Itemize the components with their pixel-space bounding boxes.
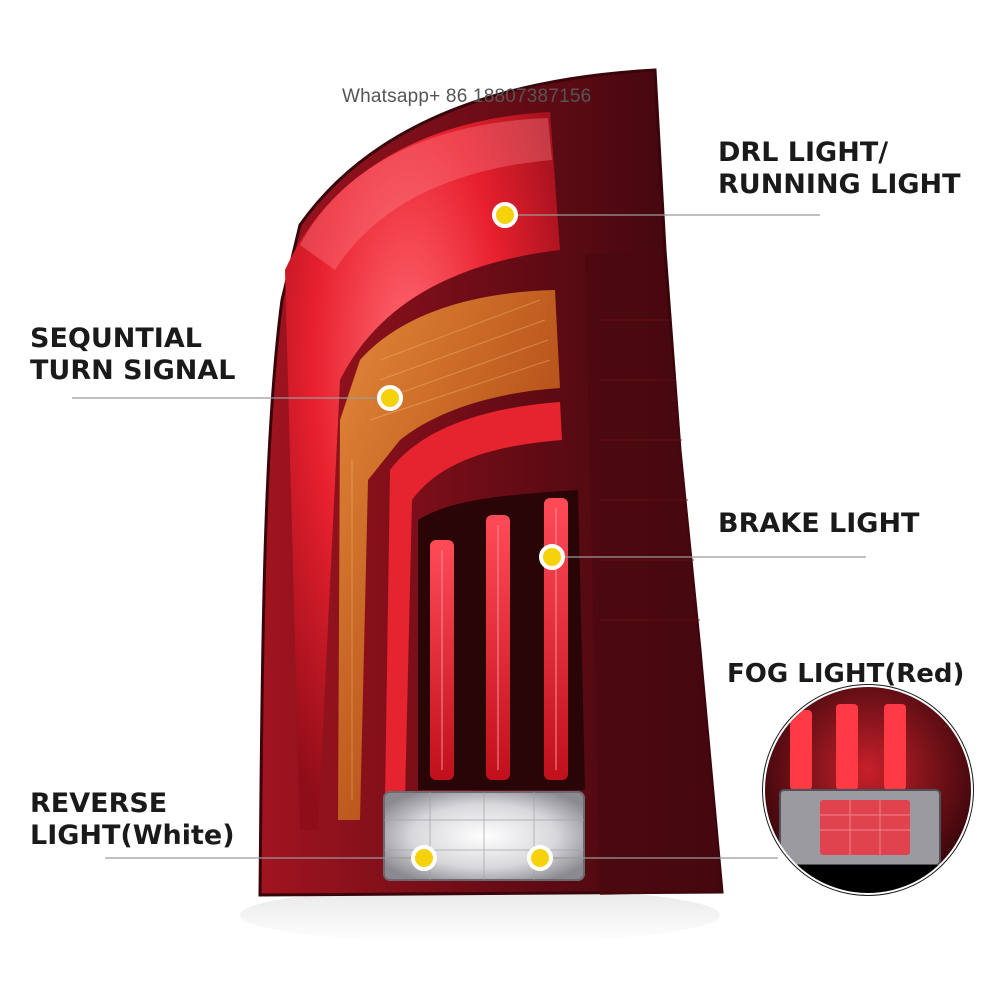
drl-light-guide [285, 112, 560, 830]
callout-fog-line1: FOG LIGHT(Red) [727, 659, 965, 689]
marker-reverse-left [411, 845, 437, 871]
callout-turn-signal: SEQUNTIAL TURN SIGNAL [30, 323, 235, 387]
callout-lines [72, 214, 866, 859]
marker-drl [492, 202, 518, 228]
turn-signal-lens [338, 290, 560, 820]
callout-drl-line2: RUNNING LIGHT [718, 169, 961, 200]
callout-brake-light: BRAKE LIGHT [718, 508, 919, 540]
callout-brake-line1: BRAKE LIGHT [718, 508, 920, 539]
watermark-text: Whatsapp+ 86 18807387156 [342, 86, 592, 107]
callout-turn-line1: SEQUNTIAL [30, 323, 202, 354]
fog-light-inset [762, 684, 974, 896]
callout-drl-light: DRL LIGHT/ RUNNING LIGHT [718, 137, 961, 201]
marker-turn [377, 385, 403, 411]
callout-markers [377, 202, 565, 871]
callout-turn-line2: TURN SIGNAL [30, 355, 236, 386]
brake-light-guide [385, 402, 562, 800]
floor-reflection [240, 887, 720, 943]
marker-reverse-right [527, 845, 553, 871]
marker-brake [539, 544, 565, 570]
callout-reverse-line1: REVERSE [30, 788, 168, 819]
callout-reverse-light: REVERSE LIGHT(White) [30, 788, 235, 852]
callout-reverse-line2: LIGHT(White) [30, 820, 235, 851]
callout-fog-light: FOG LIGHT(Red) [727, 658, 964, 690]
callout-drl-line1: DRL LIGHT/ [718, 137, 889, 168]
